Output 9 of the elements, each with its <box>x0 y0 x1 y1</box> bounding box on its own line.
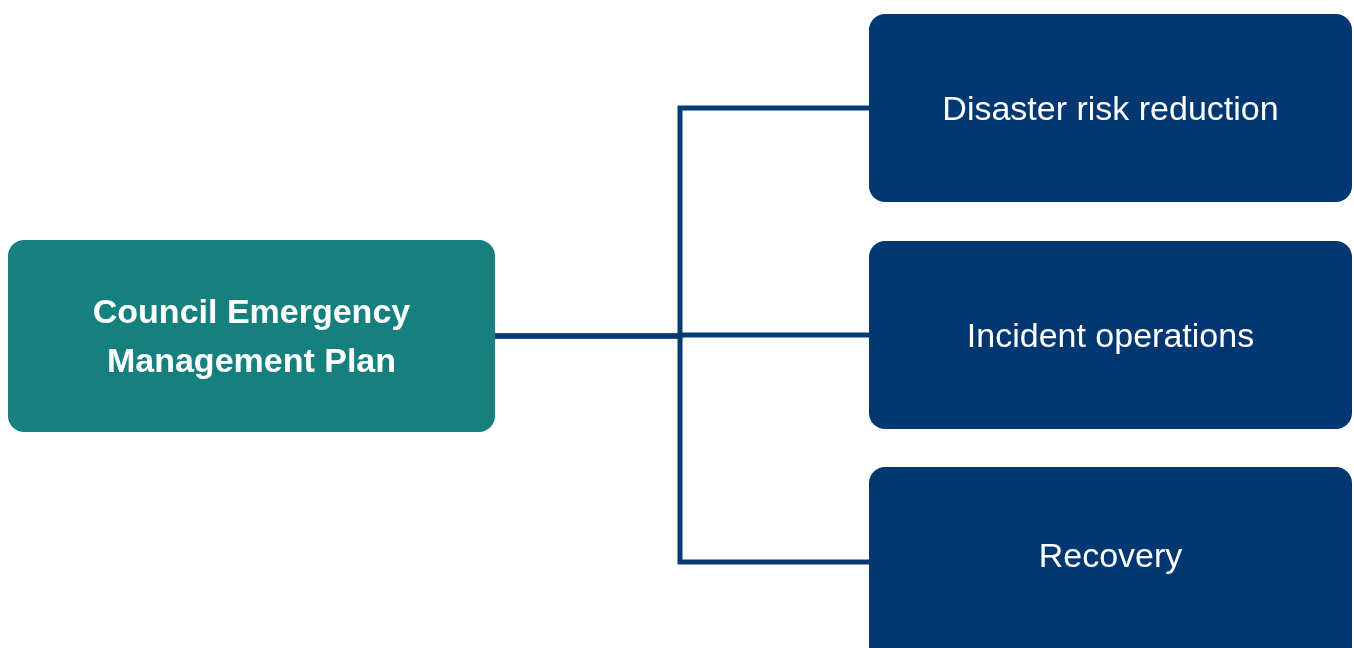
phase-label: Recovery <box>1038 534 1183 576</box>
plan-box <box>8 240 495 432</box>
phase-label: Disaster risk reduction <box>942 87 1279 129</box>
connector-line <box>495 333 869 565</box>
phase-box <box>869 467 1352 648</box>
phase-box <box>869 241 1352 429</box>
plan-title: Council Emergency Management Plan <box>91 290 412 381</box>
phase-box <box>869 14 1352 202</box>
phase-label: Incident operations <box>966 314 1255 356</box>
